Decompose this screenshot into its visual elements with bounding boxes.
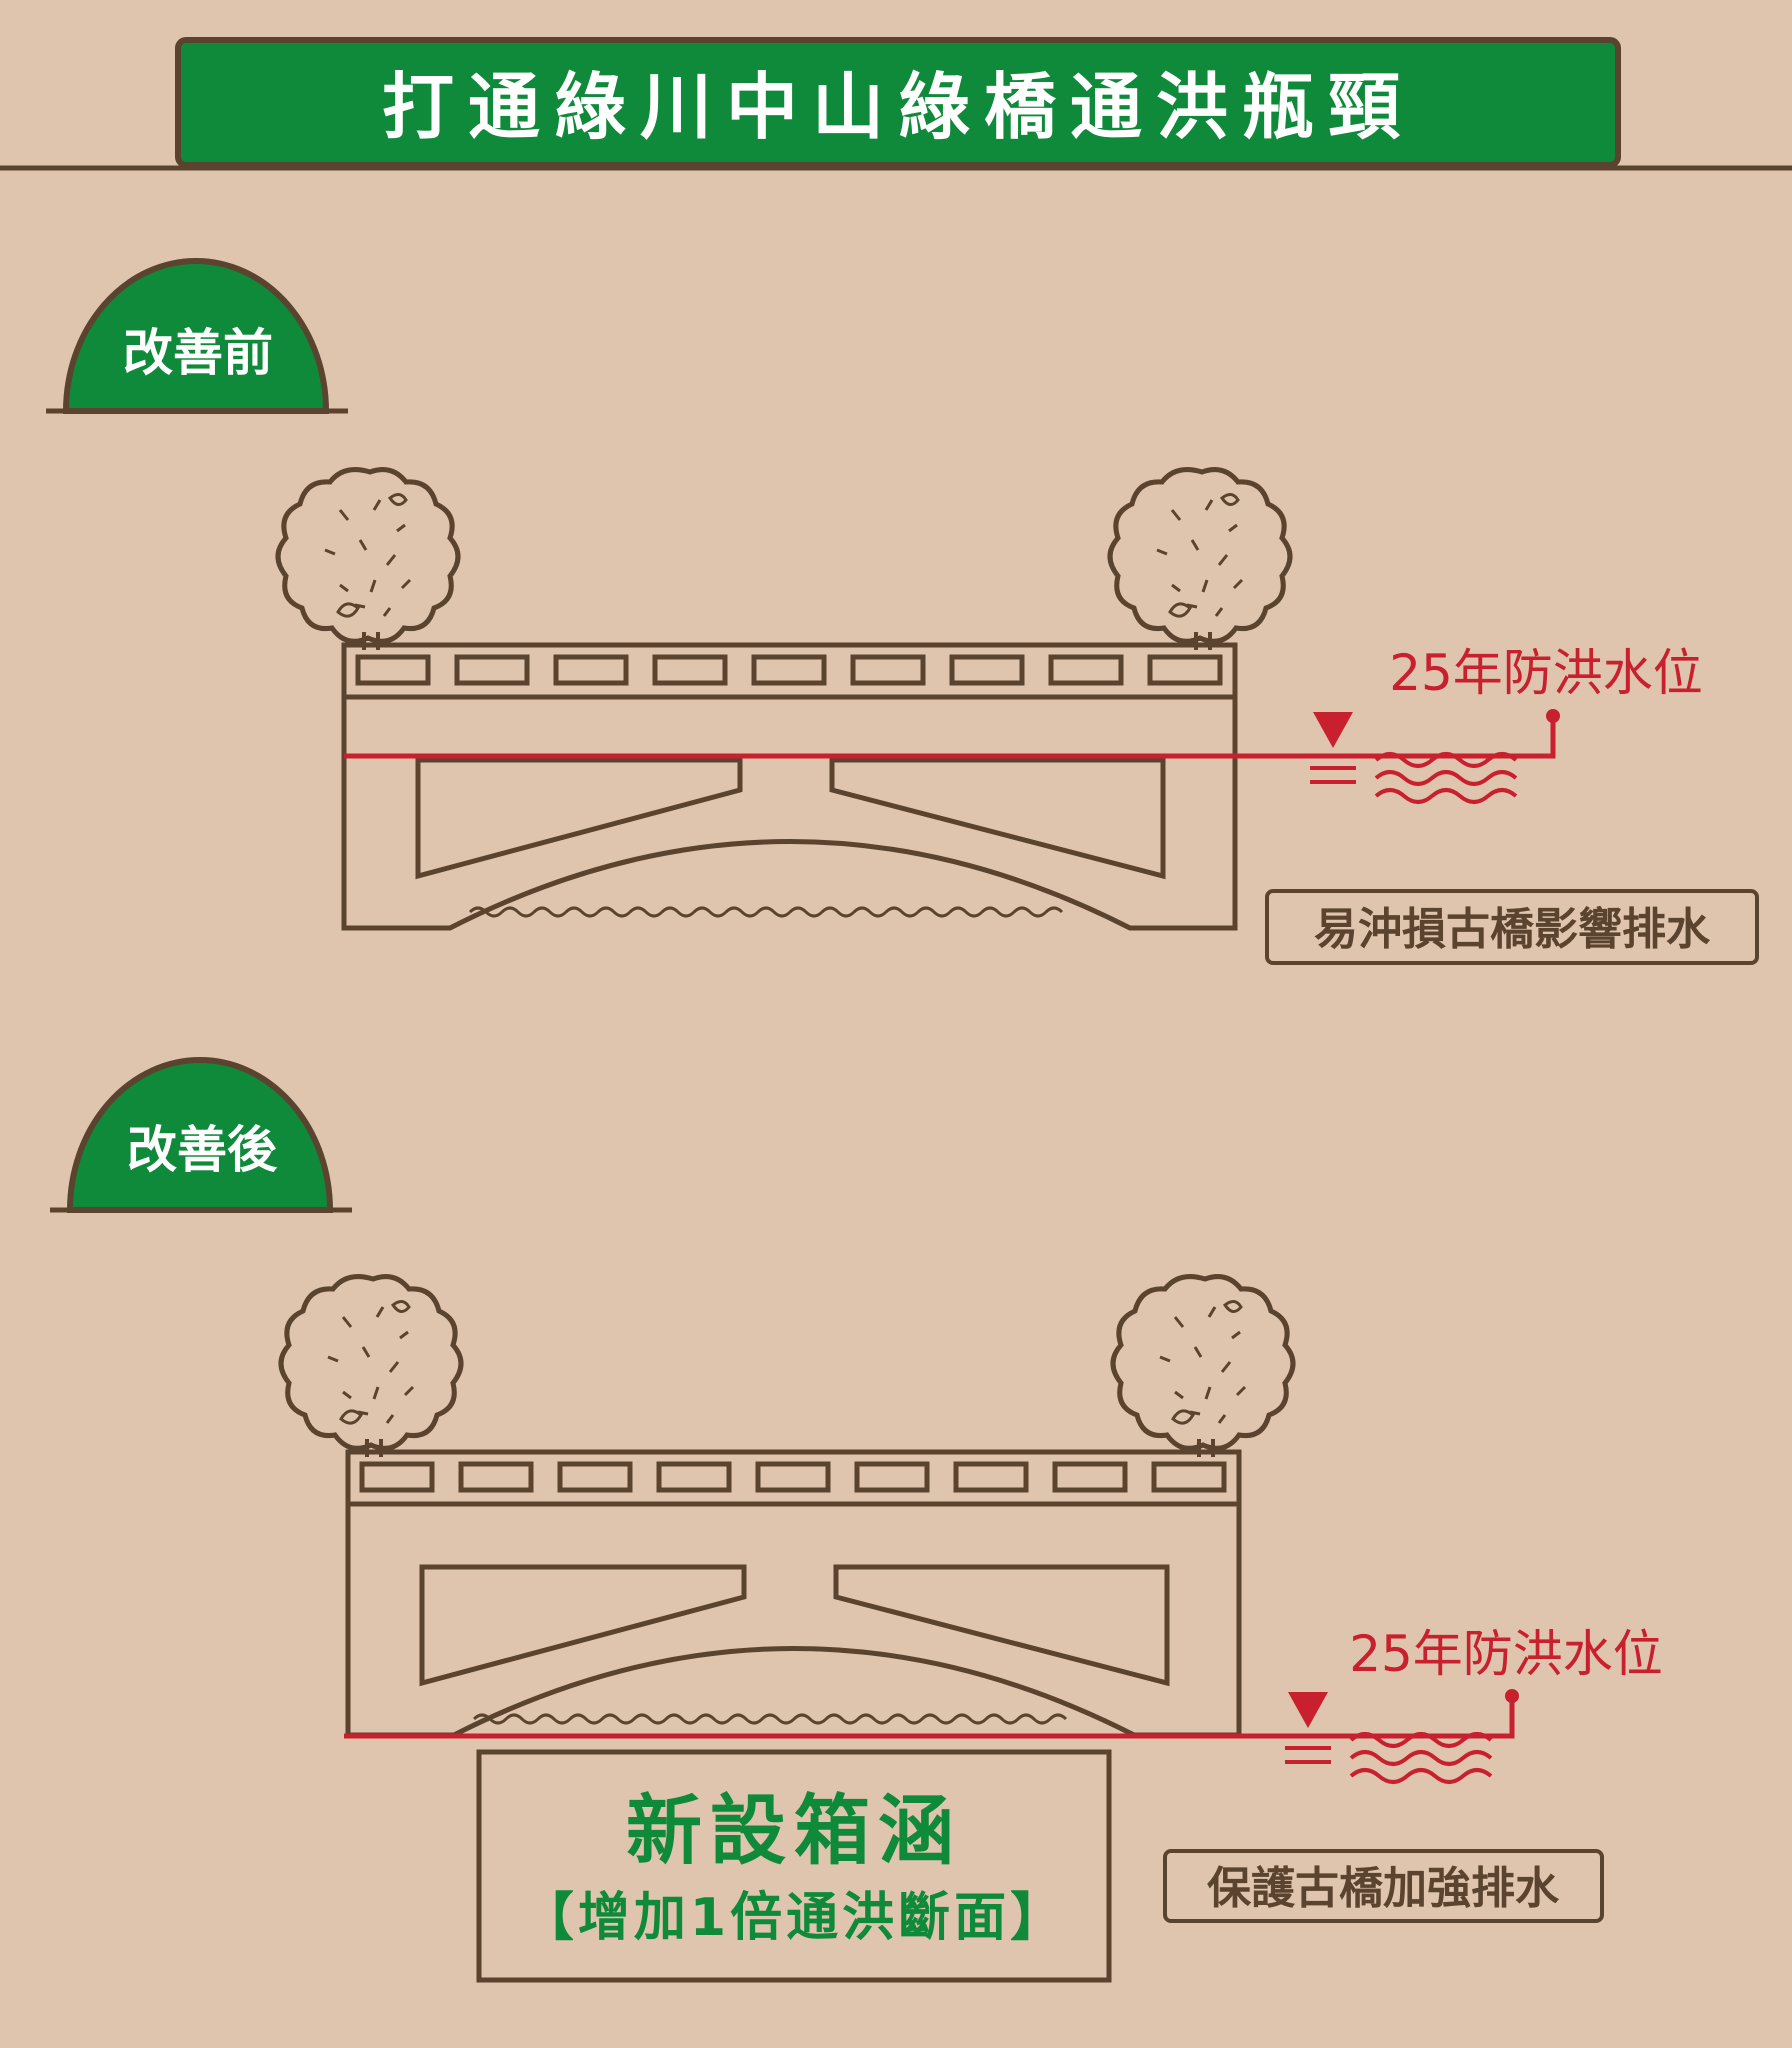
box-culvert — [476, 1749, 1112, 1983]
note-box-after — [1163, 1849, 1604, 1923]
level-marker-dot — [1546, 709, 1560, 723]
badge-after — [66, 1057, 334, 1213]
level-marker-dot — [1505, 1689, 1519, 1703]
water-level-label: 25年防洪水位 — [1389, 644, 1703, 702]
water-level-triangle-icon — [1313, 712, 1353, 748]
note-after: 保護古橋加強排水 — [1207, 1863, 1560, 1914]
tree-icon — [1113, 1277, 1293, 1457]
badge-after-label: 改善後 — [127, 1121, 278, 1179]
tree-icon — [278, 470, 458, 650]
badge-before — [62, 258, 330, 414]
badge-before-label: 改善前 — [123, 324, 273, 382]
bridge-before — [344, 645, 1235, 928]
note-before: 易沖損古橋影響排水 — [1314, 904, 1711, 955]
tree-icon — [281, 1277, 461, 1457]
page-title: 打通綠川中山綠橋通洪瓶頸 — [382, 65, 1414, 149]
note-box-before — [1265, 889, 1759, 965]
tree-icon — [1110, 470, 1290, 650]
bridge-after — [348, 1452, 1239, 1735]
water-waves-icon — [1283, 1732, 1493, 1784]
water-level-triangle-icon — [1288, 1692, 1328, 1728]
section-after: 改善後 25年防洪水位 新設箱涵 【增加1倍通洪斷面】 保護古橋加強排水 — [50, 1057, 1663, 1983]
water-waves-icon — [1308, 752, 1518, 804]
flood-level-line — [344, 718, 1556, 759]
flood-level-line — [344, 1698, 1515, 1739]
title-banner — [175, 37, 1621, 168]
box-culvert-subtitle: 【增加1倍通洪斷面】 — [522, 1888, 1066, 1948]
box-culvert-title: 新設箱涵 — [626, 1786, 962, 1875]
water-level-label: 25年防洪水位 — [1349, 1625, 1663, 1683]
section-before: 改善前 25年防洪水位 易沖損古橋影響排水 — [46, 258, 1759, 965]
